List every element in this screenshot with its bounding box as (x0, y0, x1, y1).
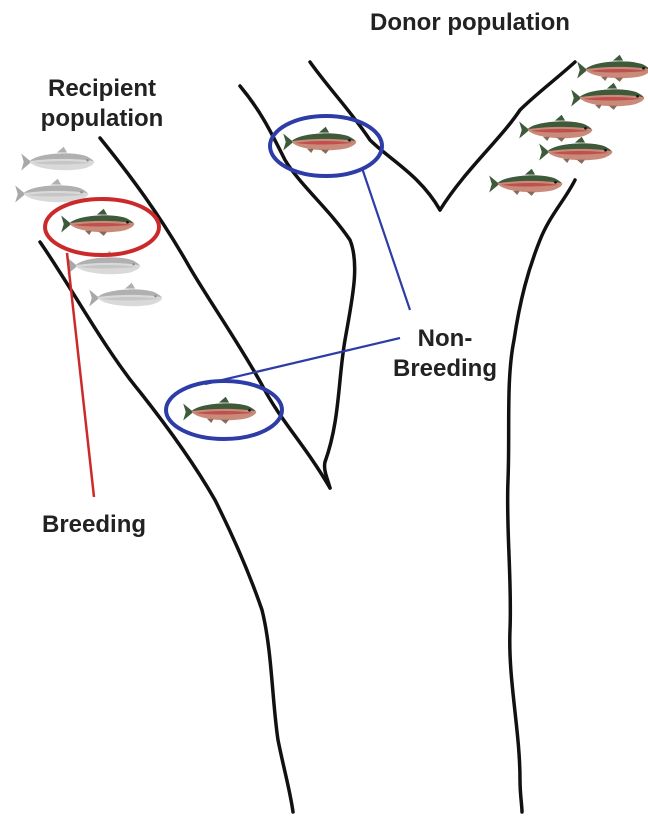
river-bank-main-right (508, 180, 575, 812)
faded-trout-icon (89, 283, 162, 307)
non-breeding-trout-icon (283, 127, 356, 154)
recipient-population-label: Recipient population (22, 74, 182, 134)
recipient-label-line2: population (22, 104, 182, 134)
breeding-label: Breeding (42, 510, 146, 540)
rainbow-trout-icon (539, 137, 612, 164)
breeding-leader-line (67, 253, 94, 497)
non-breeding-leader-line-upper (362, 168, 410, 310)
non-breeding-label-line1: Non- (380, 324, 510, 354)
non-breeding-label: Non- Breeding (380, 324, 510, 384)
rainbow-trout-icon (489, 169, 562, 196)
donor-fish-group (489, 55, 648, 196)
breeding-trout-icon (61, 209, 134, 236)
donor-population-label: Donor population (370, 8, 570, 38)
faded-trout-icon (15, 179, 88, 203)
rainbow-trout-icon (577, 55, 648, 82)
non-breeding-trout-icon (183, 397, 256, 424)
non-breeding-label-line2: Breeding (380, 354, 510, 384)
non-breeding-leader-line-lower (205, 338, 400, 384)
river-bank-recipient-right (100, 138, 330, 488)
rainbow-trout-icon (571, 83, 644, 110)
faded-trout-icon (21, 147, 94, 171)
recipient-label-line1: Recipient (22, 74, 182, 104)
